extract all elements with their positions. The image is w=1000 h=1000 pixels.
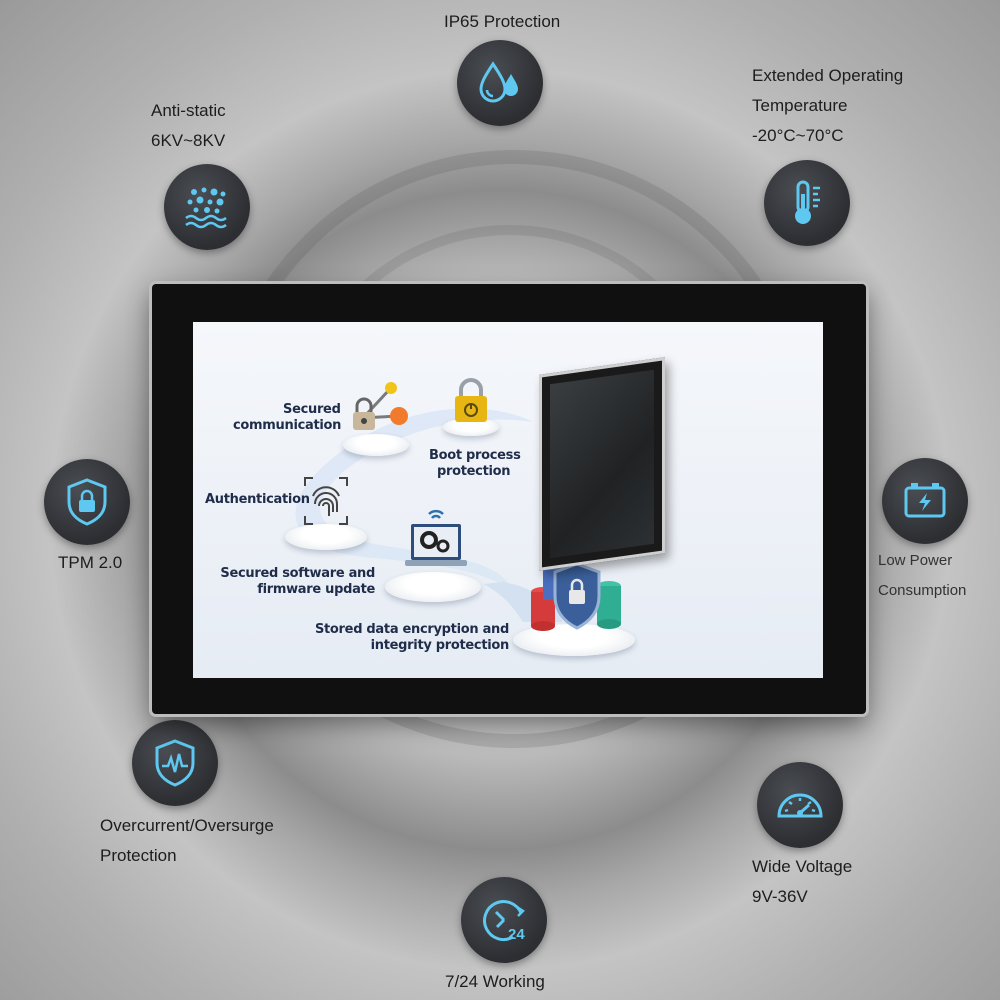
platform-boot-process bbox=[443, 418, 499, 436]
tpm-label: TPM 2.0 bbox=[58, 553, 123, 572]
database-shield-icon bbox=[531, 562, 621, 631]
stored-data-label-line2: integrity protection bbox=[370, 638, 510, 653]
temperature-range-label: -20°C~70°C bbox=[752, 126, 844, 145]
mini-panel-pc-display bbox=[550, 369, 654, 559]
low-power-label-line2: Consumption bbox=[878, 582, 967, 599]
panel-pc-bezel: Secured communication Boot process prote… bbox=[152, 284, 866, 714]
antistatic-particles-icon bbox=[164, 164, 250, 250]
boot-process-label-line1: Boot process bbox=[429, 448, 521, 463]
thermometer-icon bbox=[764, 160, 850, 246]
stored-data-label-line1: Stored data encryption and bbox=[314, 622, 509, 637]
software-update-label-line1: Secured software and bbox=[220, 566, 375, 581]
laptop-gear-icon bbox=[405, 509, 467, 566]
tpm-shield-lock-icon bbox=[44, 459, 130, 545]
clock-24-text: 24 bbox=[508, 926, 525, 943]
secured-communication-label-line2: communication bbox=[233, 418, 342, 433]
software-update-label-line2: firmware update bbox=[257, 582, 375, 597]
panel-pc-screen: Secured communication Boot process prote… bbox=[193, 322, 823, 678]
temperature-label-line2: Temperature bbox=[752, 96, 848, 115]
boot-padlock-icon bbox=[455, 378, 487, 422]
boot-process-label-line2: protection bbox=[437, 464, 511, 479]
platform-stored-data bbox=[513, 624, 635, 656]
authentication-label: Authentication bbox=[205, 492, 310, 507]
ip65-label: IP65 Protection bbox=[444, 12, 561, 31]
antistatic-label: Anti-static bbox=[151, 101, 226, 120]
overcurrent-label-line1: Overcurrent/Oversurge bbox=[100, 816, 274, 835]
antistatic-range-label: 6KV~8KV bbox=[151, 131, 226, 150]
wide-voltage-label: Wide Voltage bbox=[752, 857, 853, 876]
overcurrent-label-line2: Protection bbox=[100, 846, 177, 865]
temperature-label-line1: Extended Operating bbox=[752, 66, 904, 85]
mini-panel-pc bbox=[539, 357, 665, 571]
wide-voltage-range-label: 9V-36V bbox=[752, 887, 808, 906]
low-power-label-line1: Low Power bbox=[878, 552, 953, 569]
working-label: 7/24 Working bbox=[445, 972, 545, 991]
battery-charge-icon bbox=[882, 458, 968, 544]
surge-shield-icon bbox=[132, 720, 218, 806]
clock-24-icon: 24 bbox=[461, 877, 547, 963]
secured-communication-label-line1: Secured bbox=[283, 402, 341, 417]
fingerprint-icon bbox=[304, 477, 348, 525]
platform-software-update bbox=[385, 572, 481, 602]
voltage-gauge-icon bbox=[757, 762, 843, 848]
ip65-water-drop-icon bbox=[457, 40, 543, 126]
platform-secured-communication bbox=[343, 434, 409, 456]
network-lock-icon bbox=[353, 382, 408, 430]
platform-authentication bbox=[285, 524, 367, 550]
